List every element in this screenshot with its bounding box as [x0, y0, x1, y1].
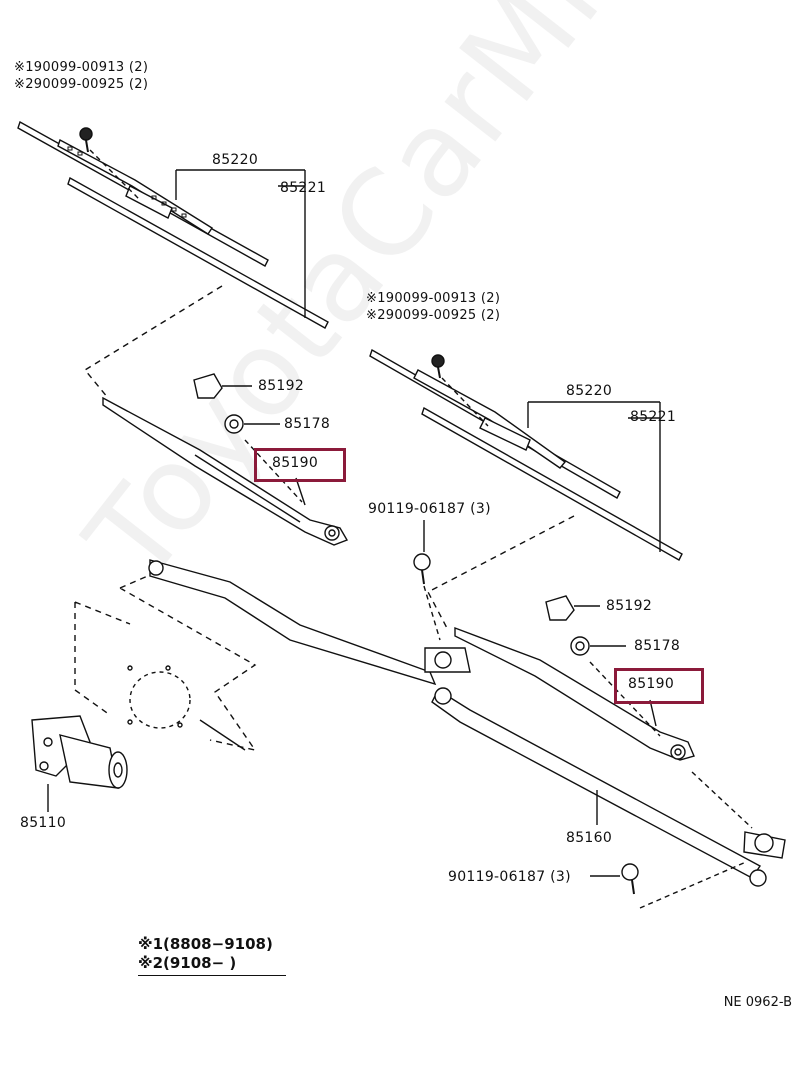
right-cap-label: 85192: [606, 598, 653, 614]
right-blade-assembly: [369, 348, 683, 561]
right-blade-assy-label: 85220: [566, 383, 613, 399]
right-blade-rubber-label: 85221: [630, 409, 677, 425]
legend-line-1: ※1(8808−9108): [138, 935, 273, 953]
legend: ※1(8808−9108) ※2(9108− ): [138, 935, 286, 976]
right-nut-label: 85178: [634, 638, 681, 654]
left-nut-label: 85178: [284, 416, 331, 432]
right-wiper-arm: [454, 626, 695, 761]
left-blade-rubber-label: 85221: [280, 180, 327, 196]
highlight-left-arm: [254, 448, 346, 482]
left-cap-label: 85192: [258, 378, 305, 394]
right-screw: [431, 354, 445, 379]
lower-bolt: [621, 863, 639, 895]
upper-bolt: [413, 553, 431, 585]
right-screw-note-2: ※290099-00925 (2): [366, 308, 501, 323]
link-assy-label: 85160: [566, 830, 613, 846]
right-arm-label: 85190: [628, 676, 675, 692]
bolt-upper-label: 90119-06187 (3): [368, 501, 491, 517]
left-screw-note-2: ※290099-00925 (2): [14, 77, 149, 92]
left-screw-note-1: ※190099-00913 (2): [14, 60, 149, 75]
figure-reference: NE 0962-B: [723, 995, 792, 1010]
wiper-motor: [31, 715, 128, 789]
left-arm-label: 85190: [272, 455, 319, 471]
left-blade-assy-label: 85220: [212, 152, 259, 168]
left-blade-assembly: [17, 120, 329, 329]
left-screw: [79, 127, 93, 153]
legend-rule: [138, 975, 286, 976]
bolt-lower-label: 90119-06187 (3): [448, 869, 571, 885]
motor-label: 85110: [20, 815, 67, 831]
highlight-right-arm: [614, 668, 704, 704]
legend-line-2: ※2(9108− ): [138, 954, 237, 972]
link-assembly: [148, 559, 786, 887]
right-screw-note-1: ※190099-00913 (2): [366, 291, 501, 306]
left-wiper-arm: [102, 396, 349, 546]
